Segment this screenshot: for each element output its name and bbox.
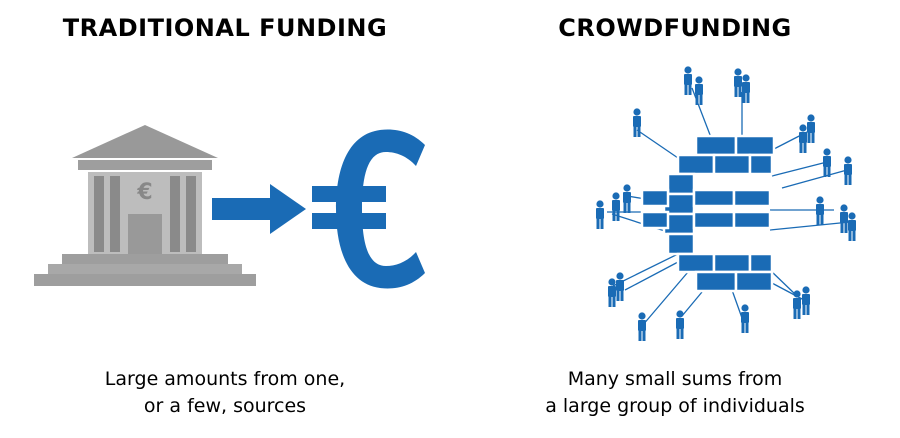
crowdfunding-caption-line1: Many small sums from xyxy=(567,368,783,390)
traditional-caption-line2: or a few, sources xyxy=(143,395,307,417)
traditional-funding-title: TRADITIONAL FUNDING xyxy=(62,14,388,42)
euro-icon xyxy=(312,129,425,289)
traditional-caption-line1: Large amounts from one, xyxy=(104,368,346,390)
bank-icon: € xyxy=(34,125,256,286)
traditional-funding-panel: TRADITIONAL FUNDING € xyxy=(0,14,450,420)
crowdfunding-title: CROWDFUNDING xyxy=(558,14,792,42)
connection-lines xyxy=(607,87,851,327)
crowdfunding-caption-line2: a large group of individuals xyxy=(545,395,805,417)
crowdfunding-panel: CROWDFUNDING xyxy=(450,0,900,438)
crowdfunding-illustration xyxy=(596,66,856,341)
traditional-funding-illustration: € xyxy=(34,125,425,289)
bank-euro-symbol: € xyxy=(136,180,152,205)
crowdfunding-caption: Many small sums from a large group of in… xyxy=(450,366,900,420)
euro-bricks-icon xyxy=(640,134,776,293)
traditional-funding-caption: Large amounts from one, or a few, source… xyxy=(0,366,450,420)
arrow-right-icon xyxy=(212,184,306,234)
